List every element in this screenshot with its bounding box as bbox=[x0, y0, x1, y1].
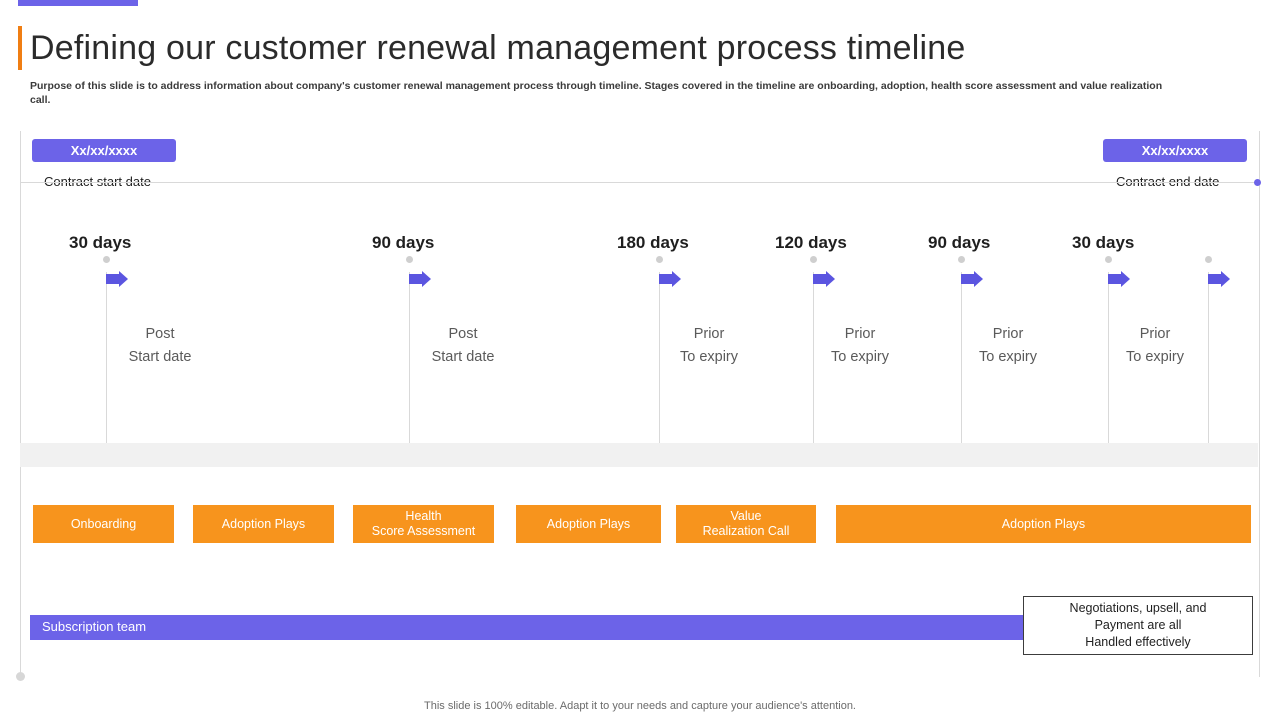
stage-label: Adoption Plays bbox=[221, 516, 306, 531]
milestone-dot bbox=[958, 256, 965, 263]
timeline-axis bbox=[20, 182, 1258, 183]
milestone-days: 120 days bbox=[775, 233, 847, 252]
subscription-team-label: Subscription team bbox=[42, 619, 147, 634]
milestone-divider bbox=[1108, 272, 1109, 443]
contract-start-chip[interactable]: Xx/xx/xxxx bbox=[32, 139, 176, 162]
timeline-end-dot bbox=[1254, 179, 1261, 186]
stage-box[interactable]: Adoption Plays bbox=[516, 505, 661, 543]
milestone-dot bbox=[656, 256, 663, 263]
page-title: Defining our customer renewal management… bbox=[30, 29, 966, 67]
corner-dot bbox=[16, 672, 25, 681]
contract-end-chip[interactable]: Xx/xx/xxxx bbox=[1103, 139, 1247, 162]
milestone-line2: Start date bbox=[431, 349, 495, 365]
milestone-days: 180 days bbox=[617, 233, 689, 252]
stage-label: Value bbox=[730, 509, 762, 523]
milestone-line1: Prior bbox=[844, 326, 876, 342]
milestone-days: 90 days bbox=[928, 233, 991, 252]
timeline-frame bbox=[20, 131, 1260, 677]
page-subtitle: Purpose of this slide is to address info… bbox=[30, 80, 1163, 106]
stage-box[interactable]: Adoption Plays bbox=[193, 505, 334, 543]
slide-footer: This slide is 100% editable. Adapt it to… bbox=[424, 700, 856, 712]
stage-label-2: Realization Call bbox=[702, 524, 790, 538]
milestone-divider bbox=[961, 272, 962, 443]
milestone-dot bbox=[1105, 256, 1112, 263]
milestone-line1: Prior bbox=[693, 326, 725, 342]
separator-band bbox=[20, 443, 1258, 467]
stage-box[interactable]: Adoption Plays bbox=[836, 505, 1251, 543]
milestone-days: 90 days bbox=[372, 233, 435, 252]
milestone-divider bbox=[1208, 272, 1209, 443]
stage-label: Health bbox=[405, 509, 442, 523]
milestone-dot bbox=[103, 256, 110, 263]
milestone-line2: To expiry bbox=[978, 349, 1038, 365]
stage-box[interactable]: Value Realization Call bbox=[676, 505, 816, 543]
stage-label-2: Score Assessment bbox=[371, 524, 476, 538]
milestone-divider bbox=[813, 272, 814, 443]
milestone-arrow-icon bbox=[659, 271, 681, 287]
milestone-divider bbox=[659, 272, 660, 443]
milestone-days: 30 days bbox=[1072, 233, 1135, 252]
milestone-arrow-icon bbox=[961, 271, 983, 287]
stage-label: Onboarding bbox=[70, 516, 137, 531]
milestone-arrow-icon bbox=[1208, 271, 1230, 287]
stage-box[interactable]: Health Score Assessment bbox=[353, 505, 494, 543]
milestone-line1: Prior bbox=[992, 326, 1024, 342]
callout-line3: Handled effectively bbox=[1085, 635, 1191, 649]
stage-label: Adoption Plays bbox=[1001, 516, 1086, 531]
top-accent-bar bbox=[18, 0, 138, 6]
stage-label: Adoption Plays bbox=[546, 516, 631, 531]
milestone-arrow-icon bbox=[813, 271, 835, 287]
milestone-dot bbox=[810, 256, 817, 263]
milestone-divider bbox=[106, 272, 107, 443]
title-accent-rule bbox=[18, 26, 22, 70]
milestone-days: 30 days bbox=[69, 233, 132, 252]
milestone-line1: Post bbox=[145, 326, 175, 342]
milestone-line2: To expiry bbox=[830, 349, 890, 365]
milestone-line2: To expiry bbox=[1125, 349, 1185, 365]
milestone-line1: Post bbox=[448, 326, 478, 342]
callout-line2: Payment are all bbox=[1094, 618, 1182, 632]
milestone-dot bbox=[406, 256, 413, 263]
milestone-line2: To expiry bbox=[679, 349, 739, 365]
milestone-line2: Start date bbox=[128, 349, 192, 365]
stage-box[interactable]: Onboarding bbox=[33, 505, 174, 543]
milestone-arrow-icon bbox=[409, 271, 431, 287]
contract-start-label: Contract start date bbox=[44, 174, 151, 189]
callout-line1: Negotiations, upsell, and bbox=[1069, 601, 1207, 615]
contract-end-label: Contract end date bbox=[1116, 174, 1220, 189]
milestone-divider bbox=[409, 272, 410, 443]
milestone-dot bbox=[1205, 256, 1212, 263]
callout-box: Negotiations, upsell, and Payment are al… bbox=[1023, 596, 1253, 655]
milestone-arrow-icon bbox=[1108, 271, 1130, 287]
milestone-line1: Prior bbox=[1139, 326, 1171, 342]
milestone-arrow-icon bbox=[106, 271, 128, 287]
